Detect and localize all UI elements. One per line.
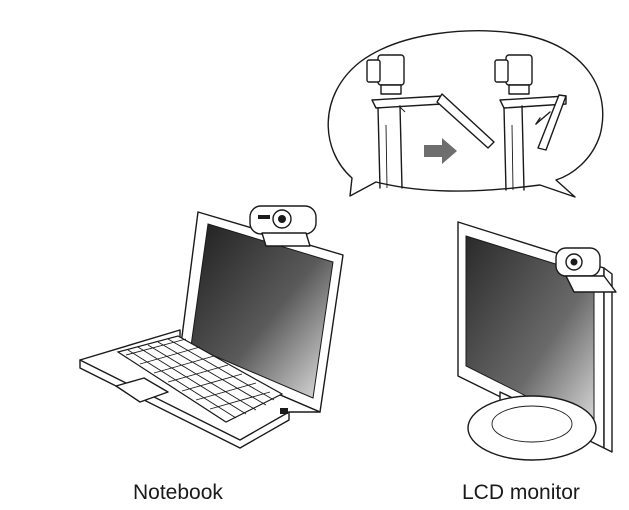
arrow-icon — [424, 138, 457, 164]
bubble-outline — [327, 30, 604, 198]
notebook-keyboard — [116, 335, 284, 423]
notebook-label: Notebook — [133, 481, 223, 504]
closeup-clip-closed — [494, 54, 567, 191]
closeup-clip-open — [366, 54, 495, 189]
notebook-webcam — [249, 205, 317, 247]
monitor-stand-base — [467, 395, 597, 461]
lcd-monitor-illustration — [457, 221, 617, 461]
notebook-screen — [190, 223, 334, 399]
monitor-side — [603, 267, 613, 453]
lcd-monitor-label: LCD monitor — [462, 481, 580, 504]
notebook-touchpad — [115, 377, 169, 403]
monitor-webcam — [555, 247, 617, 293]
notebook-illustration — [79, 205, 344, 449]
notebook-port — [280, 408, 288, 414]
closeup-bubble — [327, 30, 604, 198]
